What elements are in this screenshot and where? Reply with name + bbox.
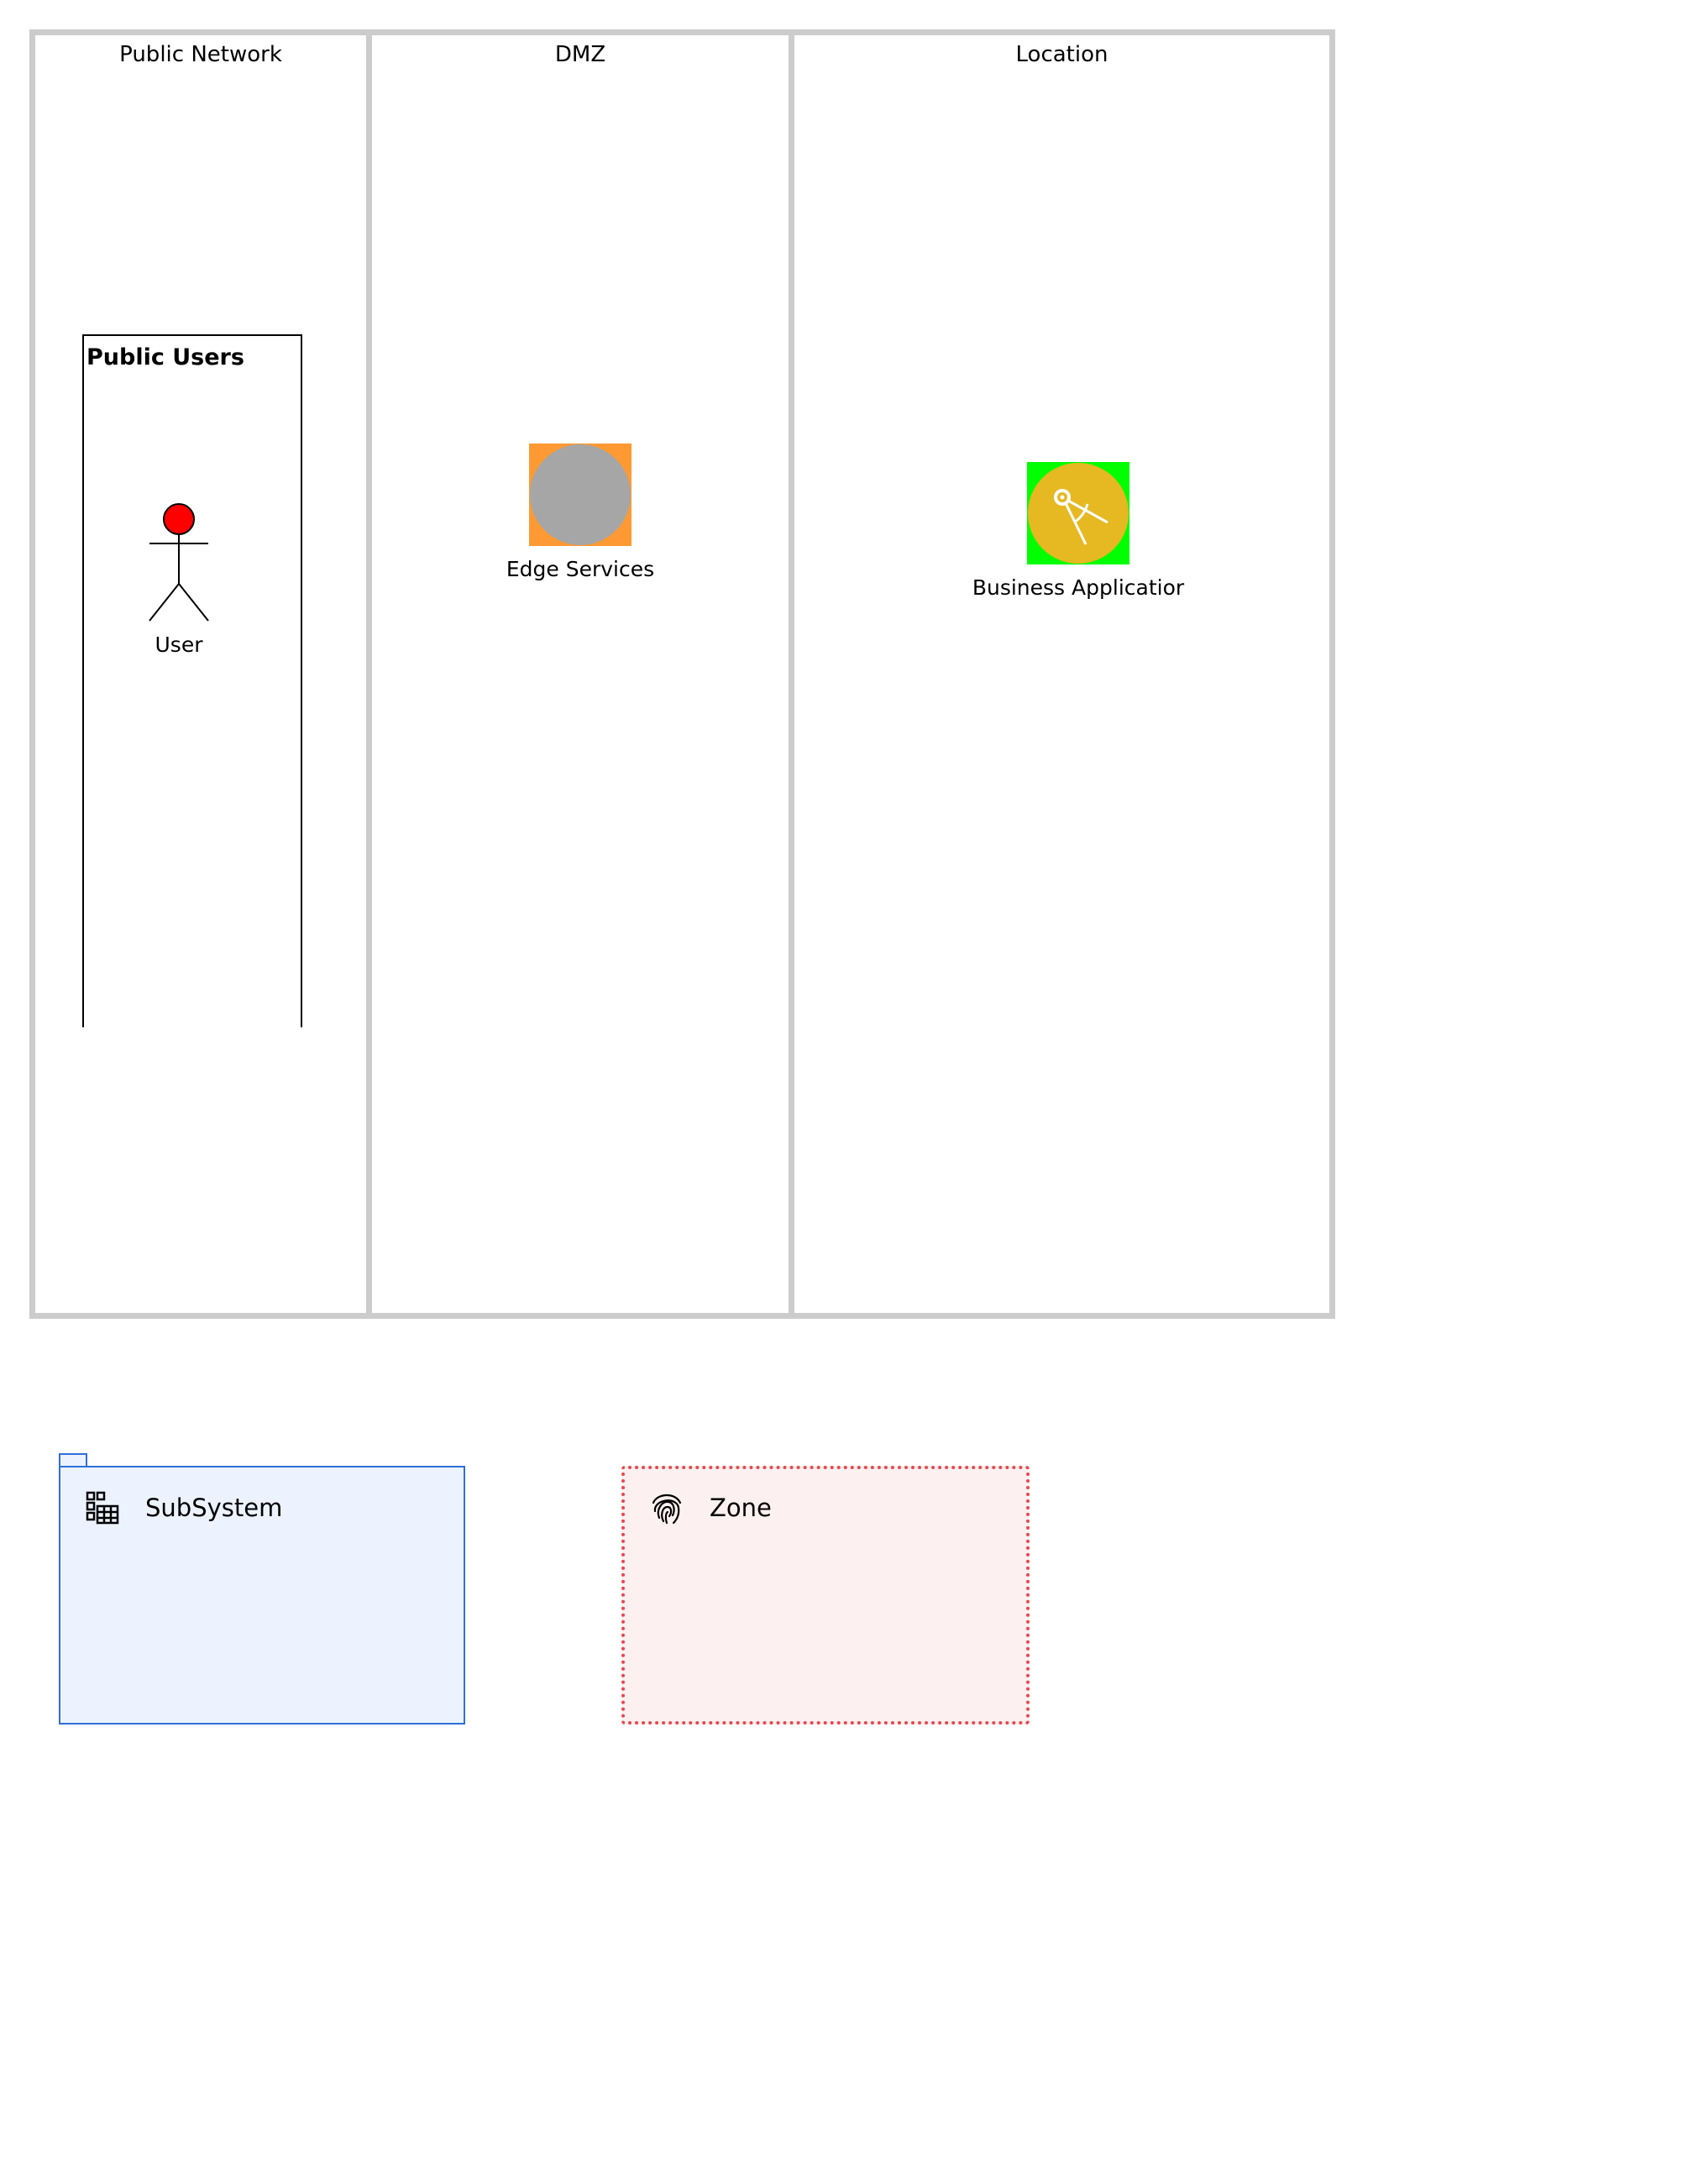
lane-title-dmz: DMZ (554, 42, 606, 67)
public-users-title: Public Users (86, 344, 244, 370)
lane-title-public-network: Public Network (119, 42, 282, 67)
zone-label: Zone (710, 1494, 772, 1522)
edge-services-node[interactable] (529, 444, 632, 546)
lane-divider-1 (366, 29, 372, 1319)
public-users-group[interactable] (82, 334, 302, 1027)
business-application-label: Business Applicatior (972, 575, 1185, 600)
subsystem-label: SubSystem (145, 1494, 283, 1522)
business-application-circle (1028, 463, 1129, 564)
edge-services-icon (530, 444, 631, 545)
zone-legend-box[interactable] (621, 1466, 1030, 1725)
user-actor-icon[interactable] (143, 500, 218, 626)
subsystem-tab (59, 1453, 87, 1467)
edge-services-label: Edge Services (506, 557, 655, 581)
lane-title-location: Location (1015, 42, 1108, 67)
subsystem-legend-box[interactable] (59, 1466, 465, 1725)
lane-divider-2 (789, 29, 794, 1319)
fingerprint-icon (652, 1494, 682, 1525)
drafting-compass-icon (1054, 489, 1108, 545)
business-application-node[interactable] (1027, 462, 1129, 564)
pool-container (29, 29, 1335, 1319)
user-label: User (155, 633, 203, 657)
subsystem-grid-icon (86, 1491, 119, 1525)
